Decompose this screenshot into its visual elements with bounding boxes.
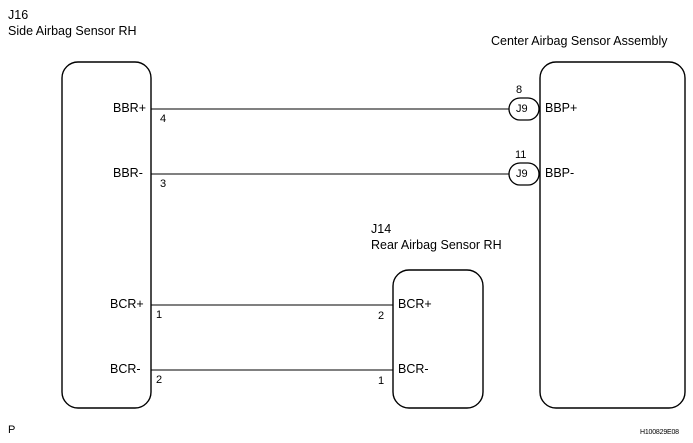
pin-label-bbp-plus: BBP+ — [545, 101, 578, 115]
pin-number-bbr-plus: 4 — [160, 113, 167, 125]
side-airbag-sensor-box — [61, 61, 152, 409]
j9-connector-top — [508, 97, 540, 121]
side-sensor-name: Side Airbag Sensor RH — [8, 24, 137, 38]
j9-connector-bottom-label: J9 — [516, 168, 528, 180]
rear-airbag-sensor-box — [392, 269, 484, 409]
j9-connector-bottom — [508, 162, 540, 186]
pin-label-bcr-minus-side: BCR- — [110, 362, 141, 376]
pin-number-bcr-minus-side: 2 — [156, 374, 163, 386]
pin-label-bbp-minus: BBP- — [545, 166, 575, 180]
center-sensor-name: Center Airbag Sensor Assembly — [491, 34, 668, 48]
figure-id: H100829E08 — [640, 429, 679, 436]
footer-left-mark: P — [8, 424, 16, 436]
pin-number-bbp-plus: 8 — [516, 84, 523, 96]
pin-number-bbp-minus: 11 — [515, 149, 527, 161]
rear-sensor-name: Rear Airbag Sensor RH — [371, 238, 502, 252]
side-sensor-code: J16 — [8, 8, 29, 22]
center-airbag-sensor-box — [539, 61, 686, 409]
pin-label-bbr-plus: BBR+ — [113, 101, 147, 115]
j9-connector-top-label: J9 — [516, 103, 528, 115]
pin-number-bcr-minus-rear: 1 — [378, 375, 385, 387]
pin-number-bcr-plus-rear: 2 — [378, 310, 385, 322]
pin-label-bcr-minus-rear: BCR- — [398, 362, 429, 376]
pin-label-bbr-minus: BBR- — [113, 166, 143, 180]
pin-number-bcr-plus-side: 1 — [156, 309, 163, 321]
pin-label-bcr-plus-side: BCR+ — [110, 297, 144, 311]
pin-number-bbr-minus: 3 — [160, 178, 167, 190]
rear-sensor-code: J14 — [371, 222, 392, 236]
pin-label-bcr-plus-rear: BCR+ — [398, 297, 432, 311]
